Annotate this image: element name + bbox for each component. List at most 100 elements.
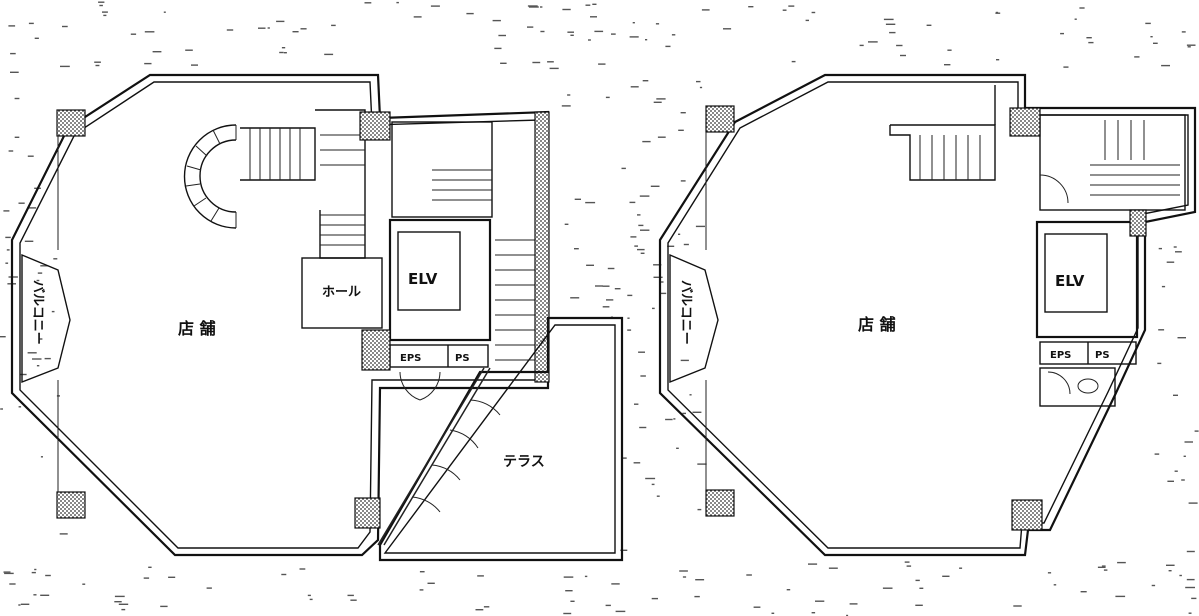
noise-speck xyxy=(598,63,606,65)
left-hall-room xyxy=(301,257,383,329)
noise-speck xyxy=(683,243,689,246)
noise-speck xyxy=(82,583,86,585)
noise-speck xyxy=(60,65,70,68)
noise-speck xyxy=(561,105,571,107)
noise-speck xyxy=(746,574,752,576)
noise-speck xyxy=(629,201,636,204)
noise-speck xyxy=(350,599,357,601)
noise-speck xyxy=(828,567,838,569)
noise-speck xyxy=(24,240,34,242)
noise-speck xyxy=(594,30,604,33)
noise-speck xyxy=(611,583,620,585)
noise-speck xyxy=(34,37,39,39)
noise-speck xyxy=(679,570,688,572)
left-elevator-label: ELV xyxy=(408,270,438,288)
noise-speck xyxy=(694,595,700,598)
noise-speck xyxy=(1188,612,1192,614)
noise-speck xyxy=(160,605,168,608)
noise-speck xyxy=(8,25,16,27)
noise-speck xyxy=(788,5,795,7)
left-main-stair xyxy=(391,121,540,361)
noise-speck xyxy=(634,245,638,247)
noise-speck xyxy=(37,272,43,274)
noise-speck xyxy=(1186,578,1195,581)
right-stair-right xyxy=(1039,114,1186,211)
noise-speck xyxy=(680,180,686,182)
noise-speck xyxy=(602,285,610,287)
left-outer-wall xyxy=(10,73,550,557)
noise-speck xyxy=(673,418,676,420)
noise-speck xyxy=(786,589,791,591)
noise-speck xyxy=(18,202,25,204)
noise-speck xyxy=(1184,441,1193,443)
noise-speck xyxy=(1166,261,1175,263)
noise-speck xyxy=(1186,550,1195,553)
right-column-3 xyxy=(1011,499,1043,531)
noise-speck xyxy=(419,589,424,591)
noise-speck xyxy=(28,22,34,25)
noise-speck xyxy=(27,207,37,209)
noise-speck xyxy=(645,39,648,41)
noise-speck xyxy=(655,23,660,25)
noise-speck xyxy=(805,19,809,22)
noise-speck xyxy=(1181,31,1186,33)
noise-speck xyxy=(723,28,732,30)
noise-speck xyxy=(1173,394,1178,396)
noise-speck xyxy=(347,594,354,597)
right-column-1 xyxy=(1009,107,1041,137)
noise-speck xyxy=(633,462,641,464)
left-terrace-label: テラス xyxy=(503,454,545,470)
noise-speck xyxy=(281,573,287,576)
noise-speck xyxy=(1166,564,1175,566)
right-outer-wall xyxy=(658,73,1197,557)
left-column-3 xyxy=(354,497,381,529)
noise-speck xyxy=(699,86,703,89)
noise-speck xyxy=(701,9,710,11)
noise-speck xyxy=(527,5,538,7)
noise-speck xyxy=(1063,66,1069,68)
noise-speck xyxy=(904,561,910,563)
noise-speck xyxy=(602,306,610,308)
noise-speck xyxy=(4,572,14,575)
noise-speck xyxy=(1053,584,1057,586)
noise-speck xyxy=(1101,565,1106,567)
noise-speck xyxy=(676,447,679,449)
noise-speck xyxy=(642,80,649,82)
noise-speck xyxy=(27,155,34,157)
noise-speck xyxy=(1185,586,1195,589)
right-eps-label: EPS xyxy=(1050,350,1071,361)
noise-speck xyxy=(143,577,150,579)
noise-speck xyxy=(1191,597,1197,600)
noise-speck xyxy=(396,1,399,4)
left-column-4 xyxy=(534,111,550,383)
noise-speck xyxy=(1161,64,1170,67)
noise-speck xyxy=(651,483,655,486)
noise-speck xyxy=(36,365,40,367)
noise-speck xyxy=(1179,574,1182,577)
noise-speck xyxy=(206,587,212,589)
noise-speck xyxy=(665,418,673,421)
left-inner-wall xyxy=(19,81,541,549)
noise-speck xyxy=(258,27,266,29)
noise-speck xyxy=(697,508,702,511)
noise-speck xyxy=(103,14,107,17)
noise-speck xyxy=(475,609,484,611)
noise-speck xyxy=(114,601,118,603)
noise-speck xyxy=(500,62,507,64)
noise-speck xyxy=(1150,36,1153,38)
noise-speck xyxy=(483,606,490,608)
noise-speck xyxy=(782,9,787,11)
left-balcony xyxy=(21,253,71,384)
noise-speck xyxy=(849,603,858,605)
noise-speck xyxy=(20,373,27,376)
noise-speck xyxy=(615,610,626,613)
noise-speck xyxy=(565,590,573,592)
noise-speck xyxy=(102,11,108,13)
noise-speck xyxy=(10,52,16,55)
noise-speck xyxy=(36,279,40,282)
right-inner-wall xyxy=(667,81,1189,549)
right-balcony xyxy=(669,253,719,384)
noise-speck xyxy=(915,604,923,606)
noise-speck xyxy=(40,265,49,267)
